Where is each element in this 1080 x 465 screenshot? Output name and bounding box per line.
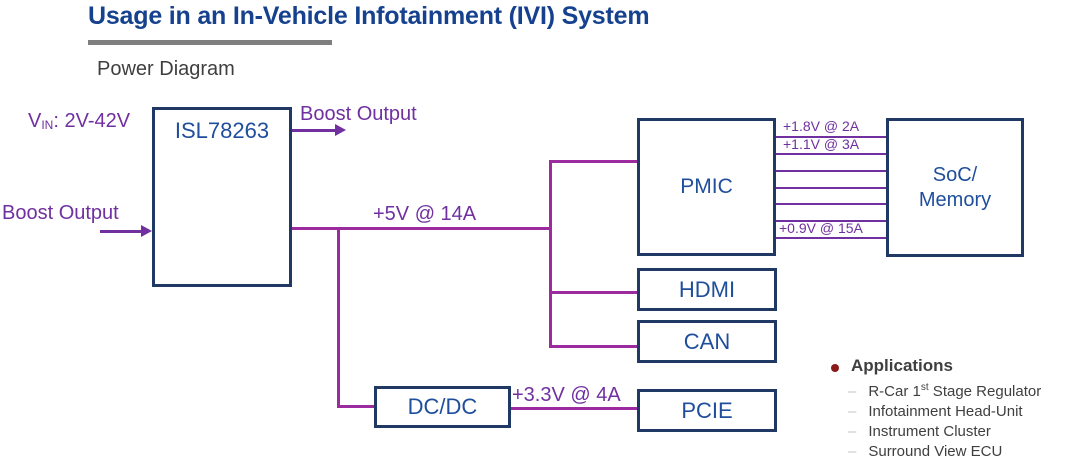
soc-label-line2: Memory: [918, 188, 992, 211]
block-isl78263: ISL78263: [152, 107, 292, 287]
boost-output-left-arrow: [100, 230, 142, 233]
app-item-text: R-Car 1: [868, 383, 921, 400]
line-trunk-vertical: [549, 160, 552, 348]
rail-label-0v9: +0.9V @ 15A: [779, 220, 863, 236]
rail-0v9: [776, 237, 886, 239]
net-label-3v3: +3.3V @ 4A: [512, 384, 621, 406]
applications-bullet-icon: [831, 364, 839, 372]
boost-output-left-arrowhead-icon: [141, 225, 152, 237]
block-pcie: PCIE: [637, 389, 777, 432]
line-feed-hdmi: [549, 291, 637, 294]
block-pmic: PMIC: [637, 118, 776, 256]
boost-output-top-arrowhead-icon: [335, 124, 346, 136]
dash-icon: –: [848, 383, 857, 400]
list-item-application: –R-Car 1st Stage Regulator: [848, 382, 1041, 400]
vin-range: : 2V-42V: [53, 110, 131, 132]
list-item-application: –Surround View ECU: [848, 442, 1002, 460]
dash-icon: –: [848, 403, 857, 420]
block-dcdc: DC/DC: [374, 386, 511, 428]
line-into-dcdc: [337, 405, 374, 408]
rail-5: [776, 203, 886, 205]
line-branch-to-dcdc: [337, 227, 340, 408]
page-title: Usage in an In-Vehicle Infotainment (IVI…: [88, 2, 650, 30]
line-feed-pmic: [549, 160, 637, 163]
list-item-application: –Instrument Cluster: [848, 422, 991, 440]
block-hdmi-label: HDMI: [678, 276, 736, 302]
block-hdmi: HDMI: [637, 268, 777, 311]
app-item-text: Infotainment Head-Unit: [868, 403, 1023, 420]
vin-prefix: V: [28, 110, 42, 132]
rail-1v8: [776, 136, 886, 138]
list-item-application: –Infotainment Head-Unit: [848, 402, 1023, 420]
soc-label-line1: SoC/: [932, 163, 978, 186]
app-item-text: Surround View ECU: [868, 443, 1003, 460]
block-soc-memory: SoC/ Memory: [886, 118, 1024, 257]
boost-output-top-label: Boost Output: [300, 103, 417, 125]
line-5v-main: [292, 227, 551, 230]
boost-output-left-label: Boost Output: [2, 202, 119, 224]
title-underline: [88, 40, 332, 45]
vin-label: VIN: 2V-42V: [28, 110, 130, 133]
line-feed-can: [549, 345, 637, 348]
block-soc-memory-label: SoC/ Memory: [919, 163, 991, 213]
block-pcie-label: PCIE: [681, 397, 733, 423]
subtitle-power-diagram: Power Diagram: [97, 58, 235, 80]
block-can-label: CAN: [683, 328, 731, 354]
rail-6: [776, 220, 886, 222]
dash-icon: –: [848, 443, 857, 460]
app-item-sup: st: [920, 382, 929, 393]
applications-heading: Applications: [851, 356, 954, 375]
block-dcdc-label: DC/DC: [407, 394, 478, 419]
rail-label-1v1: +1.1V @ 3A: [783, 136, 860, 152]
block-pmic-label: PMIC: [680, 175, 733, 198]
rail-1v1: [776, 153, 886, 155]
dash-icon: –: [848, 423, 857, 440]
rail-label-1v8: +1.8V @ 2A: [783, 118, 860, 134]
vin-subscript: IN: [41, 118, 54, 132]
block-isl78263-label: ISL78263: [174, 118, 270, 143]
line-3v3-to-pcie: [511, 407, 637, 410]
block-can: CAN: [637, 320, 777, 363]
app-item-text: Instrument Cluster: [868, 423, 991, 440]
boost-output-top-arrow: [292, 129, 335, 132]
rail-3: [776, 170, 886, 172]
app-item-text-post: Stage Regulator: [928, 383, 1042, 400]
rail-4: [776, 187, 886, 189]
net-label-5v: +5V @ 14A: [373, 203, 477, 225]
